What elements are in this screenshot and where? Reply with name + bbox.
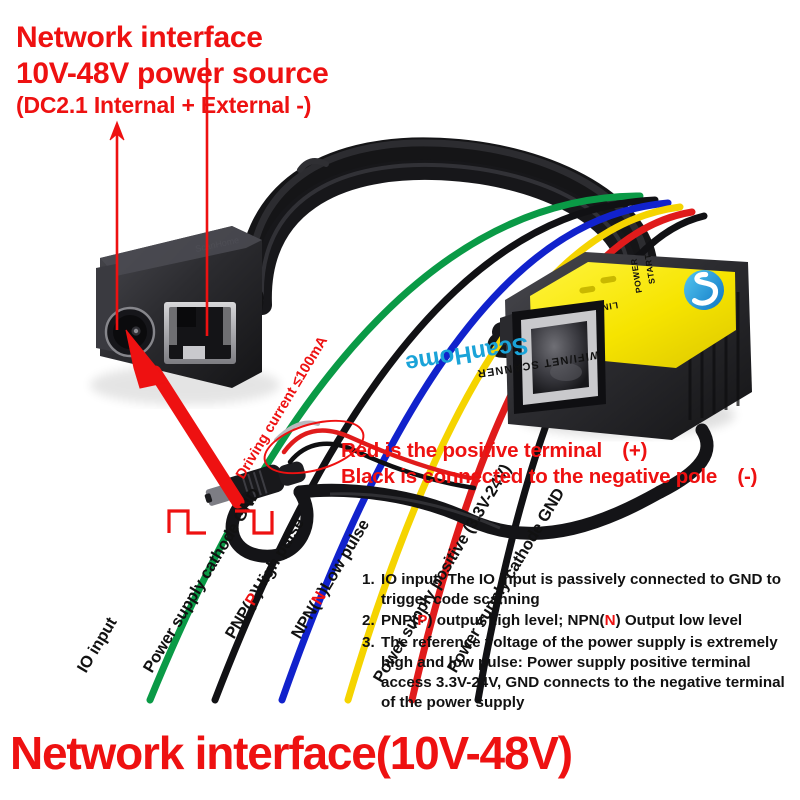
network-coupler-module: ScanHome [96,226,262,388]
list-item: 1. IO input: The IO input is passively c… [362,570,794,610]
list-item-text: PNP(P) output high level; NPN(N) Output … [381,612,743,630]
list-item: 3. The reference voltage of the power su… [362,633,794,714]
low-pulse-waveform-icon [235,509,274,535]
list-item: 2. PNP(P) output high level; NPN(N) Outp… [362,611,794,631]
bottom-title: Network interface(10V-48V) [10,727,573,779]
high-pulse-waveform-icon [167,509,206,535]
dc-connection-arrow [125,329,245,509]
dc-pigtail-cable [204,423,714,563]
list-item-number: 1. [362,571,375,588]
page-title-line1: Network interface [16,21,263,54]
callout-arrows [109,58,245,509]
polarity-note: Red is the positive terminal (+) Black i… [341,438,757,490]
instruction-list: 1. IO input: The IO input is passively c… [362,570,794,715]
scanhome-logo-icon [684,270,724,310]
rj45-port [164,302,236,364]
list-item-text: The reference voltage of the power suppl… [381,633,785,712]
list-item-text: IO input: The IO input is passively conn… [381,571,781,609]
list-item-number: 3. [362,633,375,651]
page-title-line2: 10V-48V power source [16,57,329,90]
polarity-note-line1: Red is the positive terminal (+) [341,439,648,462]
polarity-note-line2: Black is connected to the negative pole … [341,465,758,489]
test-leads [274,420,477,491]
barcode-scanner-module [500,252,752,440]
page-title-line3: (DC2.1 Internal + External -) [16,92,312,118]
list-item-number: 2. [362,612,375,630]
